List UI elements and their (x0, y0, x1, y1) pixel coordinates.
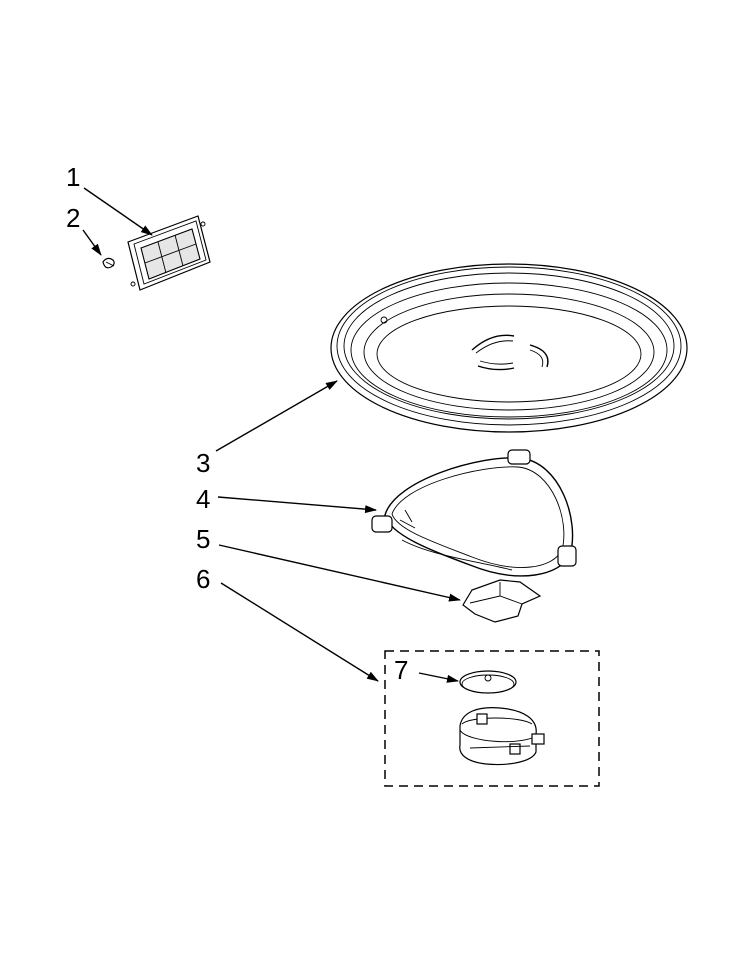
callout-3: 3 (196, 448, 210, 478)
motor-assembly-box (384, 650, 600, 787)
callout-5: 5 (196, 524, 210, 554)
turntable-coupler (462, 579, 542, 623)
callout-2: 2 (66, 203, 80, 233)
filter-clip (102, 257, 115, 269)
motor-cap (459, 670, 517, 694)
callout-1: 1 (66, 162, 80, 192)
roller-ring-support (371, 449, 577, 577)
glass-turntable-tray (330, 263, 688, 433)
callout-4: 4 (196, 484, 210, 514)
callout-7: 7 (394, 655, 408, 685)
callout-6: 6 (196, 564, 210, 594)
turntable-motor (459, 707, 545, 766)
